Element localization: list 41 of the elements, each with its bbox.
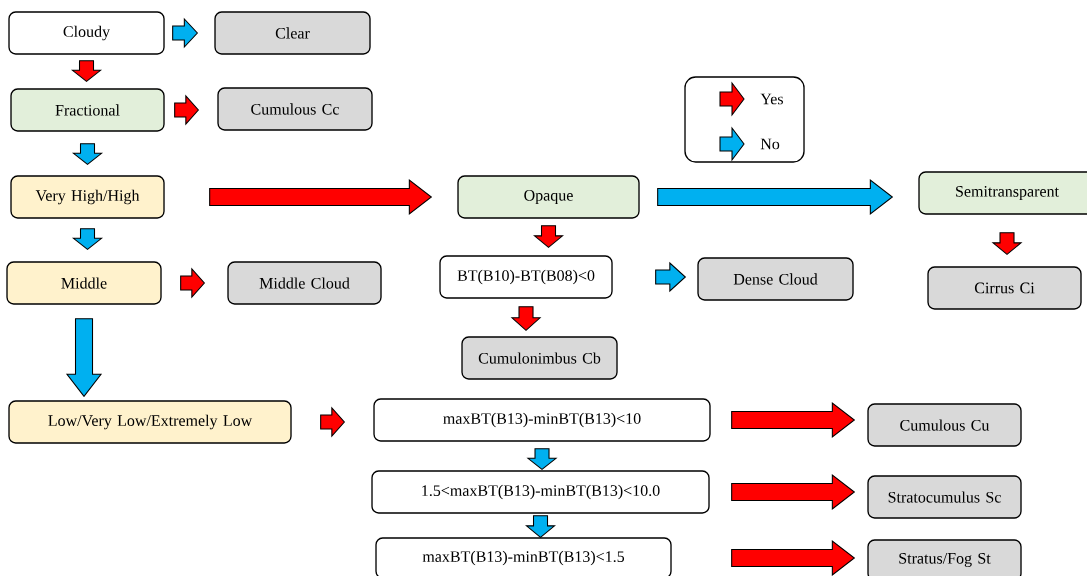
block-arrow <box>71 143 104 166</box>
block-arrow <box>655 261 687 293</box>
process-box: Cirrus Ci <box>927 266 1082 310</box>
process-box: Cumulous Cc <box>217 87 373 131</box>
process-box: Stratocumulus Sc <box>867 475 1022 519</box>
process-box: Middle Cloud <box>227 261 382 305</box>
process-box: Dense Cloud <box>697 257 854 301</box>
process-box: Cloudy <box>8 11 165 55</box>
process-box: Cumulous Cu <box>867 403 1022 447</box>
block-arrow <box>991 232 1023 256</box>
process-box: maxBT(B13)-minBT(B13)<1.5 <box>375 537 672 576</box>
block-arrow <box>526 448 558 471</box>
process-box: maxBT(B13)-minBT(B13)<10 <box>373 398 711 442</box>
block-arrow <box>657 178 894 216</box>
process-box: Cumulonimbus Cb <box>461 336 618 380</box>
block-arrow <box>525 515 556 539</box>
block-arrow <box>174 94 200 126</box>
block-arrow <box>731 473 856 511</box>
block-arrow <box>70 60 103 83</box>
process-box: BT(B10)-BT(B08)<0 <box>439 255 613 299</box>
block-arrow <box>320 406 346 438</box>
process-box: Low/Very Low/Extremely Low <box>8 400 292 444</box>
process-box: Stratus/Fog St <box>867 539 1022 576</box>
block-arrow <box>180 267 206 299</box>
block-arrow <box>533 225 564 249</box>
process-box: Middle <box>6 261 162 305</box>
process-box: Opaque <box>457 175 640 219</box>
process-box: Very High/High <box>10 175 165 219</box>
legend-label: Yes <box>760 93 783 105</box>
block-arrow <box>209 178 433 216</box>
process-box: Semitransparent <box>918 171 1087 215</box>
block-arrow <box>65 318 103 398</box>
process-box: 1.5<maxBT(B13)-minBT(B13)<10.0 <box>371 470 710 514</box>
block-arrow <box>731 539 856 576</box>
process-box: Clear <box>214 11 371 55</box>
process-box: Fractional <box>10 88 165 132</box>
block-arrow <box>71 228 104 251</box>
block-arrow <box>172 17 199 49</box>
legend-label: No <box>760 138 780 150</box>
block-arrow <box>731 401 856 439</box>
block-arrow <box>510 306 542 332</box>
